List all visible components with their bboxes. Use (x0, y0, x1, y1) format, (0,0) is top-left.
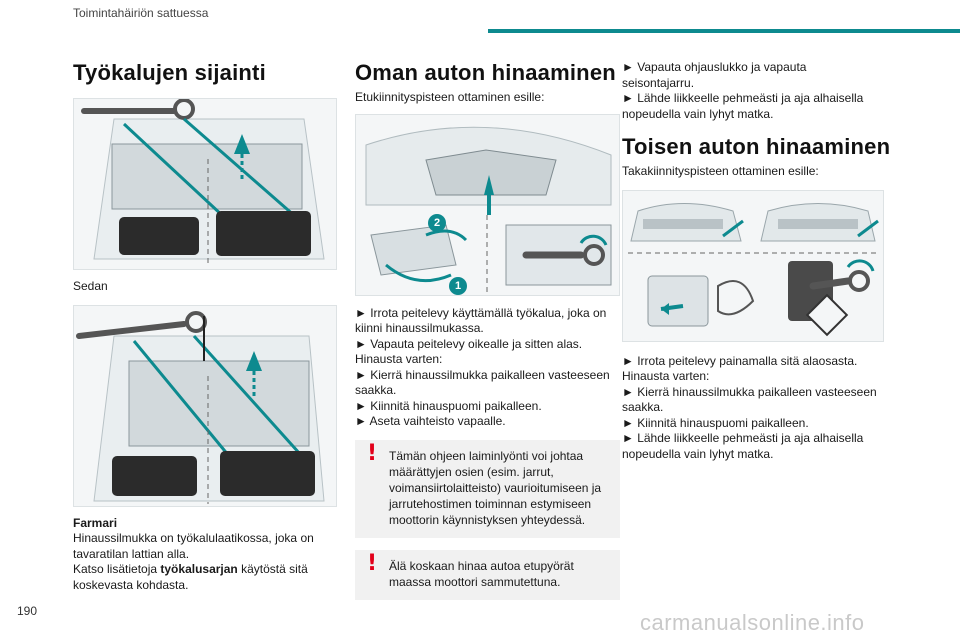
front-towing-drawing (356, 114, 619, 295)
warning-box-damage: ! Tämän ohjeen laiminlyönti voi johtaa m… (355, 439, 620, 538)
step-line: ► Kierrä hinaussilmukka paikalleen vaste… (622, 384, 877, 399)
warning-icon: ! (367, 440, 378, 466)
other-towing-steps: ► Irrota peitelevy painamalla sitä alaos… (622, 354, 922, 463)
caption-farmari-label: Farmari (73, 515, 118, 530)
text-line: koskevasta kohdasta. (73, 577, 189, 592)
heading-own-towing: Oman auton hinaaminen (355, 60, 616, 85)
illustration-sedan-trunk (73, 98, 337, 270)
step-line: ► Irrota peitelevy painamalla sitä alaos… (622, 353, 858, 368)
continued-steps: ► Vapauta ohjauslukko ja vapauta seisont… (622, 60, 922, 122)
warning-line: maassa moottori sammutettuna. (389, 574, 561, 589)
page-number: 190 (17, 604, 38, 618)
step-line: nopeudella vain lyhyt matka. (622, 446, 774, 461)
step-line: saakka. (622, 400, 664, 414)
heading-other-towing: Toisen auton hinaaminen (622, 134, 891, 159)
step-line: ► Irrota peitelevy käyttämällä työkalua,… (355, 305, 607, 320)
heading-tool-location: Työkalujen sijainti (73, 60, 266, 85)
sedan-trunk-drawing (74, 99, 336, 269)
step-line: Hinausta varten: (622, 369, 710, 383)
section-title: Toimintahäiriön sattuessa (73, 6, 209, 20)
step-line: ► Kierrä hinaussilmukka paikalleen vaste… (355, 367, 610, 382)
column-other-towing: ► Vapauta ohjauslukko ja vapauta seisont… (622, 60, 922, 462)
step-badge-2: 2 (428, 213, 446, 232)
column-tool-location: Työkalujen sijainti Sedan (73, 60, 337, 593)
warning-box-no-towing: ! Älä koskaan hinaa autoa etupyörät maas… (355, 549, 620, 600)
caption-sedan: Sedan (73, 279, 108, 293)
tool-kit-reference: työkalusarjan (160, 562, 238, 576)
text-line: tavaratilan lattian alla. (73, 546, 190, 561)
caption-farmari: Farmari (73, 516, 335, 532)
warning-line: moottorin käynnistyksen yhteydessä. (389, 512, 586, 527)
front-point-subtitle: Etukiinnityspisteen ottaminen esille: (355, 90, 545, 104)
warning-line: määrättyjen osien (esim. jarrut, (389, 464, 554, 479)
step-line: seisontajarru. (622, 75, 695, 90)
rear-point-subtitle: Takakiinnityspisteen ottaminen esille: (622, 164, 819, 178)
step-line: saakka. (355, 383, 397, 397)
warning-icon: ! (367, 550, 378, 576)
warning-line: jarrutehostimen toiminnan estymiseen (389, 496, 592, 511)
text-line: Katso lisätietoja työkalusarjan käytöstä… (73, 562, 335, 578)
own-towing-steps: ► Irrota peitelevy käyttämällä työkalua,… (355, 306, 620, 430)
farmari-trunk-drawing (74, 305, 336, 506)
step-line: ► Vapauta peitelevy oikealle ja sitten a… (355, 336, 583, 351)
illustration-front-towing-point: 2 1 (355, 113, 620, 296)
rear-towing-drawing (623, 190, 883, 341)
step-line: ► Aseta vaihteisto vapaalle. (355, 414, 506, 428)
illustration-rear-towing-point (622, 189, 884, 342)
header-accent-bar (488, 29, 960, 33)
step-line: ► Lähde liikkeelle pehmeästi ja aja alha… (622, 91, 864, 105)
warning-line: voimansiirtolaitteisto) vaurioitumiseen … (389, 480, 602, 495)
illustration-farmari-trunk (73, 304, 337, 507)
step-line: kiinni hinaussilmukassa. (355, 321, 484, 335)
step-badge-1: 1 (449, 276, 467, 295)
tool-location-text: Hinaussilmukka on työkalulaatikossa, jok… (73, 531, 335, 593)
text-fragment: Katso lisätietoja (73, 562, 161, 576)
step-line: ► Kiinnitä hinauspuomi paikalleen. (622, 415, 809, 430)
watermark-text: carmanualsonline.info (640, 610, 865, 635)
warning-line: Tämän ohjeen laiminlyönti voi johtaa (389, 448, 584, 463)
warning-line: Älä koskaan hinaa autoa etupyörät (389, 558, 574, 573)
text-fragment: käytöstä sitä (237, 562, 308, 576)
step-line: ► Lähde liikkeelle pehmeästi ja aja alha… (622, 431, 864, 445)
step-line: ► Vapauta ohjauslukko ja vapauta (622, 60, 807, 74)
step-line: nopeudella vain lyhyt matka. (622, 106, 774, 121)
step-line: ► Kiinnitä hinauspuomi paikalleen. (355, 398, 542, 413)
column-own-towing: Oman auton hinaaminen Etukiinnityspistee… (355, 60, 620, 600)
step-line: Hinausta varten: (355, 352, 443, 366)
text-line: Hinaussilmukka on työkalulaatikossa, jok… (73, 531, 314, 545)
